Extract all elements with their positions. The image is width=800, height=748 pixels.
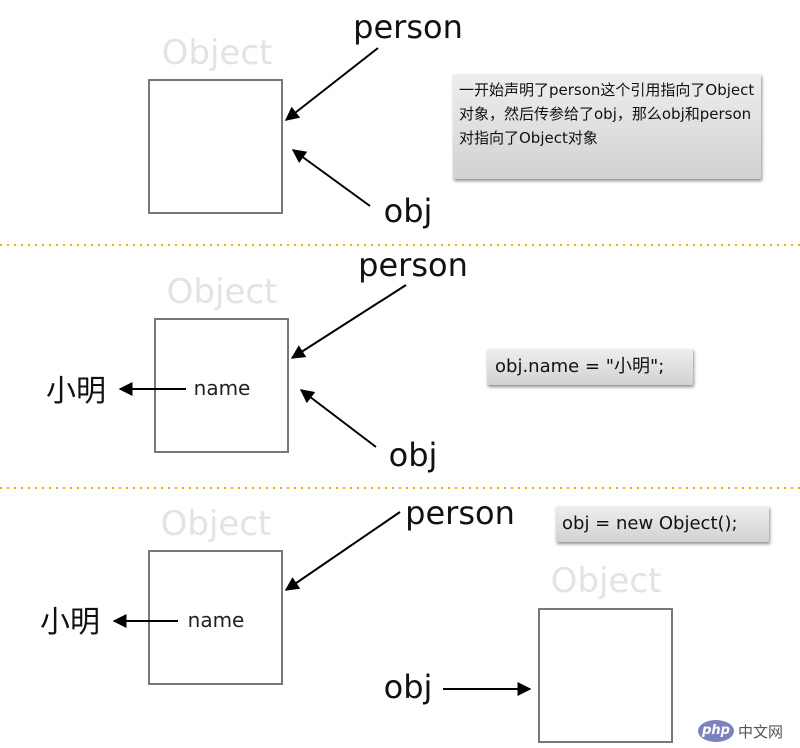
new-object-label: Object — [551, 561, 662, 601]
php-logo: php — [698, 720, 734, 742]
code-note: obj.name = "小明"; — [487, 349, 693, 385]
code-note: obj = new Object(); — [556, 506, 769, 542]
value-label: 小明 — [40, 605, 100, 640]
panel-2: Object name 小明 person obj — [46, 246, 468, 474]
person-arrow — [284, 47, 379, 121]
person-arrow — [284, 511, 401, 591]
person-label: person — [405, 494, 515, 532]
object-box — [148, 550, 283, 685]
obj-arrow — [291, 149, 371, 207]
obj-label: obj — [384, 192, 433, 230]
watermark-text: 中文网 — [738, 722, 784, 741]
property-label: name — [188, 608, 245, 632]
object-label: Object — [162, 33, 273, 73]
obj-arrow — [299, 389, 377, 448]
property-label: name — [194, 376, 251, 400]
explanation-note: 一开始声明了person这个引用指向了Object对象，然后传参给了obj，那么… — [453, 74, 761, 179]
value-label: 小明 — [46, 374, 106, 409]
site-watermark: php 中文网 — [698, 718, 783, 744]
panel-1: Object person obj — [148, 8, 463, 230]
person-arrow — [290, 284, 407, 359]
object-label: Object — [161, 504, 272, 544]
object-box — [154, 318, 289, 453]
object-label: Object — [167, 272, 278, 312]
new-object-box — [538, 608, 673, 743]
person-label: person — [353, 8, 463, 46]
obj-label: obj — [384, 668, 433, 706]
obj-label: obj — [389, 436, 438, 474]
object-box — [148, 79, 283, 214]
person-label: person — [358, 246, 468, 284]
panel-3: Object name 小明 person Object obj — [40, 494, 673, 743]
